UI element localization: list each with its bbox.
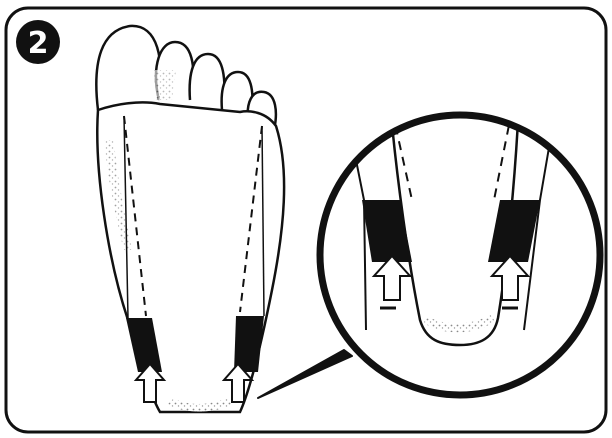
toe-3 (190, 54, 225, 102)
step-badge: 2 (16, 20, 60, 64)
step-number: 2 (28, 26, 49, 61)
